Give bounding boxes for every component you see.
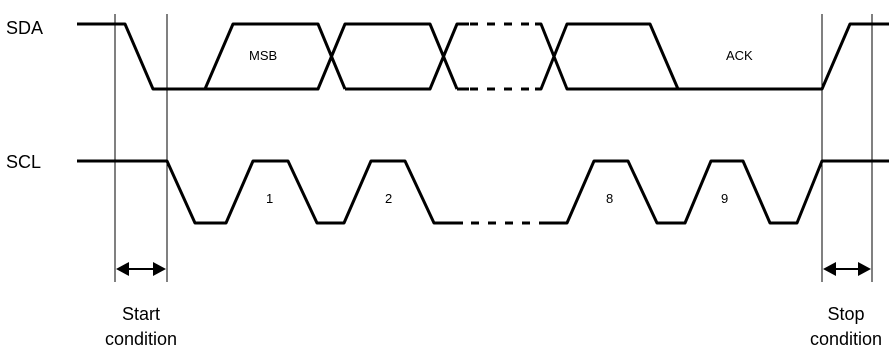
- sda-bit8-lower: [535, 22, 889, 91]
- scl-waveform: [77, 159, 889, 225]
- sda-signal-label: SDA: [6, 18, 43, 38]
- clock-pulse-9: 9: [721, 191, 728, 206]
- sda-bit8-upper: [535, 22, 650, 91]
- clock-pulse-2: 2: [385, 191, 392, 206]
- ack-label: ACK: [726, 48, 753, 63]
- start-arrowhead-right: [153, 262, 166, 276]
- clock-pulse-8: 8: [606, 191, 613, 206]
- sda-start-segment: [77, 22, 347, 91]
- stop-arrowhead-right: [858, 262, 871, 276]
- scl-second-segment: [542, 159, 889, 225]
- stop-condition-label-line1: Stop: [827, 304, 864, 324]
- sda-waveform: [77, 22, 889, 91]
- stop-condition-label-line2: condition: [810, 329, 882, 349]
- stop-condition-arrow: [823, 262, 871, 276]
- start-condition-label-line2: condition: [105, 329, 177, 349]
- start-condition-arrow: [116, 262, 166, 276]
- reference-lines: [114, 14, 873, 282]
- sda-msb-lower-segment: [205, 22, 459, 91]
- scl-first-segment: [77, 159, 463, 225]
- sda-bit2-lower-segment: [345, 22, 469, 91]
- start-condition-label-line1: Start: [122, 304, 160, 324]
- scl-signal-label: SCL: [6, 152, 41, 172]
- stop-arrowhead-left: [823, 262, 836, 276]
- clock-pulse-1: 1: [266, 191, 273, 206]
- start-arrowhead-left: [116, 262, 129, 276]
- msb-label: MSB: [249, 48, 277, 63]
- sda-gap-dots: [470, 22, 535, 91]
